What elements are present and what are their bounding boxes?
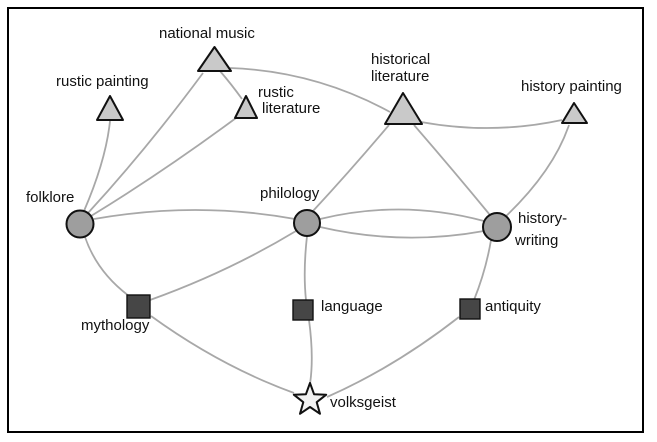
edge-historical-literature-history-writing: [413, 124, 491, 216]
node-mythology-square: [126, 294, 151, 319]
node-national-music-triangle: [197, 46, 232, 72]
edge-folklore-rustic-literature: [90, 117, 237, 217]
label-historical-literature-line1: historical: [371, 51, 431, 68]
edge-folklore-national-music: [87, 72, 204, 214]
nodes: [65, 46, 588, 415]
node-folklore-circle: [65, 209, 95, 239]
label-language: language: [321, 298, 383, 315]
edge-national-music-rustic-literature: [219, 70, 243, 100]
label-history-painting: history painting: [521, 78, 622, 95]
label-folklore: folklore: [26, 189, 75, 206]
label-rustic-literature-line1: rustic: [258, 84, 294, 101]
edge-philology-history-writing-bottom: [319, 226, 485, 239]
node-rustic-painting-triangle: [96, 95, 124, 121]
edge-mythology-volksgeist: [150, 315, 295, 394]
label-antiquity: antiquity: [485, 298, 541, 315]
label-rustic-painting: rustic painting: [56, 73, 149, 90]
edge-philology-language: [303, 235, 308, 301]
figure-border: [7, 7, 644, 433]
edge-antiquity-volksgeist: [326, 316, 460, 398]
node-antiquity-square: [459, 298, 481, 320]
edges: [83, 67, 570, 398]
label-history-writing-line1: history-: [518, 210, 568, 227]
node-history-painting-triangle: [561, 102, 588, 124]
edge-language-volksgeist: [308, 319, 313, 385]
edge-philology-mythology: [149, 230, 297, 301]
label-rustic-literature-line2: literature: [262, 100, 321, 117]
edge-folklore-philology: [93, 209, 296, 220]
edge-national-music-historical-literature: [229, 67, 391, 113]
node-language-square: [292, 299, 314, 321]
label-philology: philology: [260, 185, 320, 202]
node-history-writing-circle: [482, 212, 512, 242]
node-philology-circle: [293, 209, 321, 237]
label-mythology: mythology: [81, 317, 150, 334]
edge-historical-literature-history-painting: [420, 119, 563, 129]
edge-philology-historical-literature: [312, 124, 390, 212]
edge-folklore-rustic-painting: [83, 120, 111, 212]
label-volksgeist: volksgeist: [330, 394, 396, 411]
node-rustic-literature-triangle: [234, 95, 258, 119]
node-historical-literature-triangle: [384, 92, 423, 125]
label-historical-literature: historical literature: [371, 51, 430, 85]
label-rustic-literature: rustic literature: [258, 85, 320, 117]
node-volksgeist-star: [292, 382, 328, 415]
edge-philology-history-writing-top: [319, 208, 485, 222]
edge-folklore-mythology: [84, 236, 130, 297]
label-history-writing: history- writing: [515, 208, 568, 252]
label-national-music: national music: [159, 25, 255, 42]
label-history-writing-line2: writing: [515, 232, 559, 249]
edge-history-painting-history-writing: [502, 124, 570, 220]
label-historical-literature-line2: literature: [371, 68, 430, 85]
edge-history-writing-antiquity: [473, 239, 492, 301]
